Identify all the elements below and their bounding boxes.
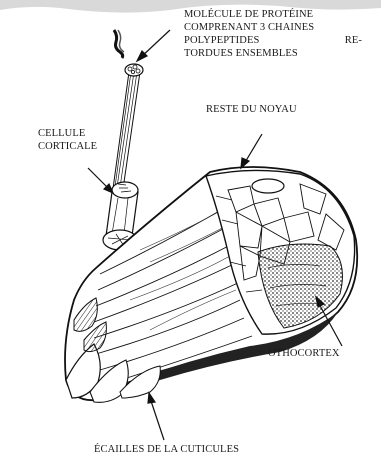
polypeptide-chain	[114, 30, 124, 58]
molecule-line-3b: RE-	[345, 34, 362, 47]
cellule-line-2: CORTICALE	[38, 140, 97, 153]
molecule-line-1: MOLÉCULE DE PROTÉINE	[184, 8, 362, 21]
molecule-line-3: POLYPEPTIDES RE-	[184, 34, 362, 47]
label-cortical-cell: CELLULE CORTICALE	[38, 127, 97, 153]
label-cuticle-scales: ÉCAILLES DE LA CUTICULES	[94, 444, 239, 456]
cellule-line-1: CELLULE	[38, 127, 97, 140]
label-protein-molecule: MOLÉCULE DE PROTÉINE COMPRENANT 3 CHAINE…	[184, 8, 362, 60]
label-orthocortex: OTHOCORTEX	[268, 348, 340, 360]
molecule-line-2: COMPRENANT 3 CHAINES	[184, 21, 362, 34]
molecule-line-3a: POLYPEPTIDES	[184, 34, 259, 47]
molecule-line-4: TORDUES ENSEMBLES	[184, 47, 362, 60]
label-nucleus-remnant: RESTE DU NOYAU	[206, 104, 297, 116]
protein-molecule	[112, 64, 143, 196]
